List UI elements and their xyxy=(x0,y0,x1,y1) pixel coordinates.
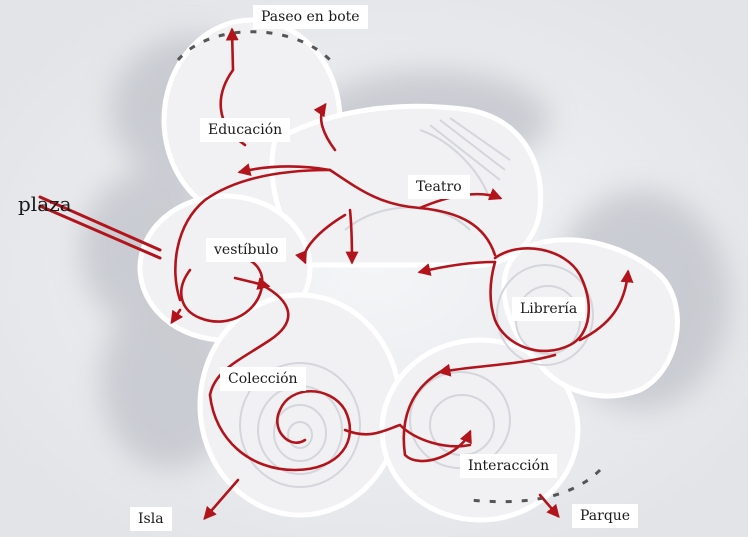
label-isla: Isla xyxy=(130,507,172,531)
teatro-left xyxy=(417,260,497,276)
libreria-exit xyxy=(578,269,634,342)
vestibulo-arrow xyxy=(233,276,271,290)
plaza-entry-path xyxy=(38,195,162,252)
vestibulo-exit xyxy=(170,308,184,325)
label-educacion: Educación xyxy=(200,118,291,142)
label-libreria: Librería xyxy=(512,297,586,321)
educacion-arrow xyxy=(237,163,332,176)
circulation-paths xyxy=(38,27,634,520)
teatro-down-2 xyxy=(345,208,359,265)
to-educacion xyxy=(174,168,332,302)
label-interaccion: Interacción xyxy=(460,454,558,478)
to-isla xyxy=(203,478,240,520)
to-coleccion xyxy=(208,283,290,397)
label-vestibulo: vestíbulo xyxy=(206,238,287,262)
to-interaccion-arrow xyxy=(437,353,557,377)
label-plaza: plaza xyxy=(18,192,72,216)
coleccion-spiral xyxy=(208,389,352,472)
label-paseo-en-bote: Paseo en bote xyxy=(253,5,368,29)
coleccion-to-interaccion xyxy=(343,423,472,448)
teatro-down xyxy=(295,213,347,265)
libreria-loop xyxy=(489,247,591,353)
label-teatro: Teatro xyxy=(408,175,470,199)
label-coleccion: Colección xyxy=(220,367,306,391)
educacion-up xyxy=(313,102,337,152)
to-parque xyxy=(538,493,560,518)
label-parque: Parque xyxy=(572,504,639,528)
plaza-entry-path-2 xyxy=(38,204,162,260)
interaccion-loop xyxy=(402,370,472,463)
